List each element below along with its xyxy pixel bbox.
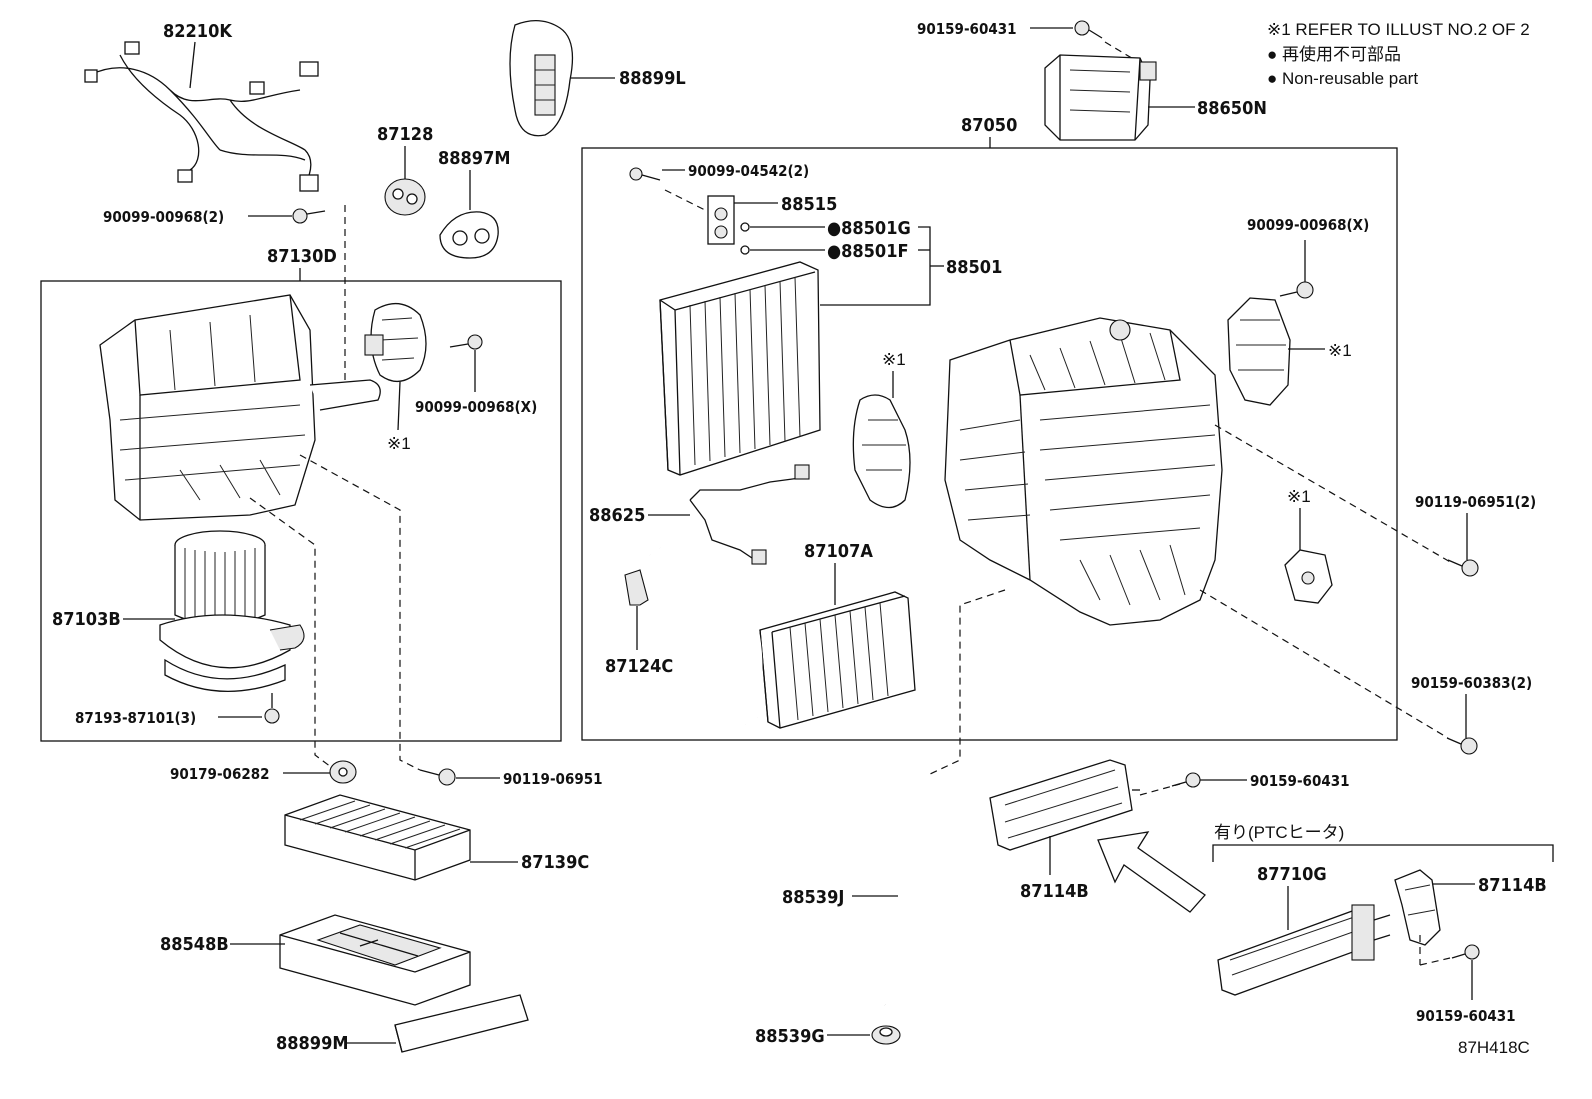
label-90119-06951-2: 90119-06951(2) bbox=[1415, 493, 1536, 511]
bracket-87114B-right-part bbox=[1394, 869, 1441, 946]
label-90159-60431-mid: 90159-60431 bbox=[1250, 772, 1350, 790]
blower-case-part bbox=[99, 294, 381, 521]
oring-88501G-part bbox=[740, 222, 750, 232]
label-88548B: 88548B bbox=[160, 934, 229, 955]
screw-90159-60431-mid-part bbox=[1171, 772, 1201, 788]
actuator-upper-right-part bbox=[1227, 297, 1291, 406]
direction-arrow bbox=[1097, 831, 1206, 913]
screw-90159-60431-bottom-part bbox=[1451, 944, 1480, 960]
label-88899L: 88899L bbox=[619, 68, 686, 89]
screw-90119-06951-part bbox=[419, 768, 456, 786]
label-87114B-right: 87114B bbox=[1478, 875, 1547, 896]
leader-ref1-left bbox=[397, 381, 401, 431]
label-87710G: 87710G bbox=[1257, 864, 1327, 885]
oring-88501F-part bbox=[740, 245, 750, 255]
label-87103B: 87103B bbox=[52, 609, 121, 630]
screw-87193-87101-part bbox=[264, 693, 280, 724]
label-88625: 88625 bbox=[589, 505, 645, 526]
label-90179-06282: 90179-06282 bbox=[170, 765, 270, 783]
label-88501G: ●88501G bbox=[827, 218, 911, 239]
damper-actuator-part bbox=[364, 303, 427, 382]
label-87124C: 87124C bbox=[605, 656, 673, 677]
ptc-heater-part bbox=[1217, 904, 1391, 996]
label-88539J: 88539J bbox=[782, 887, 844, 908]
duct-87114B-mid-part bbox=[989, 759, 1140, 851]
ref-note: ※1 REFER TO ILLUST NO.2 OF 2 bbox=[1267, 20, 1530, 39]
label-88897M: 88897M bbox=[438, 148, 510, 169]
drain-hose-part bbox=[875, 772, 939, 1017]
grommet-87128-part bbox=[384, 178, 426, 216]
wire-harness-part bbox=[84, 41, 319, 192]
dash-90159-60431-bottom-b bbox=[1419, 957, 1451, 966]
label-ref1-lower: ※1 bbox=[1287, 487, 1311, 506]
actuator-lower-right-part bbox=[1284, 549, 1333, 604]
cover-88899M-part bbox=[394, 994, 529, 1053]
dash-90159-60383-2 bbox=[1199, 589, 1449, 739]
screw-90099-00968-2-part bbox=[292, 208, 326, 224]
label-87130D: 87130D bbox=[267, 246, 337, 267]
label-88899M: 88899M bbox=[276, 1033, 348, 1054]
screw-90099-00968-X-left-part bbox=[449, 334, 483, 350]
dash-90119-06951-2 bbox=[1214, 424, 1453, 564]
label-90159-60431-bottom: 90159-60431 bbox=[1416, 1007, 1516, 1025]
nonreusable-note-en: ● Non-reusable part bbox=[1267, 69, 1418, 88]
clip-90179-06282-part bbox=[329, 760, 357, 784]
label-ref1-left: ※1 bbox=[387, 434, 411, 453]
label-88501F: ●88501F bbox=[827, 241, 909, 262]
label-88501: 88501 bbox=[946, 257, 1002, 278]
label-87050: 87050 bbox=[961, 115, 1017, 136]
clamp-87124C-part bbox=[624, 569, 649, 606]
actuator-center-part bbox=[852, 394, 911, 509]
label-87128: 87128 bbox=[377, 124, 433, 145]
blower-unit-frame bbox=[40, 280, 562, 742]
label-87114B-mid: 87114B bbox=[1020, 881, 1089, 902]
label-87107A: 87107A bbox=[804, 541, 873, 562]
filter-tray-part bbox=[279, 914, 471, 1006]
drain-grommet-part bbox=[871, 1025, 901, 1045]
label-90099-04542-2: 90099-04542(2) bbox=[688, 162, 809, 180]
blower-motor-part bbox=[159, 530, 305, 692]
leader-82210K bbox=[189, 41, 196, 89]
hvac-main-unit-part bbox=[944, 317, 1223, 626]
temp-sensor-part bbox=[689, 464, 810, 565]
expansion-valve-part bbox=[707, 195, 735, 245]
plate-88897M-part bbox=[439, 211, 499, 259]
screw-90099-04542-part bbox=[629, 167, 661, 181]
label-90159-60383-2: 90159-60383(2) bbox=[1411, 674, 1532, 692]
label-87193-87101-3: 87193-87101(3) bbox=[75, 709, 196, 727]
duct-88899L-part bbox=[509, 20, 574, 137]
dash-drain bbox=[927, 589, 1006, 776]
dash-blower-left bbox=[249, 497, 336, 771]
label-88539G: 88539G bbox=[755, 1026, 825, 1047]
label-82210K: 82210K bbox=[163, 21, 233, 42]
dash-90159-60431-mid bbox=[1139, 783, 1181, 796]
label-ref1-right: ※1 bbox=[1328, 341, 1352, 360]
label-90159-60431-top: 90159-60431 bbox=[917, 20, 1017, 38]
label-90099-00968-2: 90099-00968(2) bbox=[103, 208, 224, 226]
ptc-heater-bracket bbox=[1212, 844, 1554, 862]
screw-90159-60431-top-part bbox=[1074, 20, 1103, 39]
air-filter-part bbox=[284, 794, 471, 881]
illustration-code: 87H418C bbox=[1458, 1038, 1530, 1057]
label-90099-00968-X-right: 90099-00968(X) bbox=[1247, 216, 1369, 234]
evaporator-part bbox=[659, 261, 821, 476]
screw-90099-00968-X-right-part bbox=[1279, 281, 1314, 299]
dash-90099-04542 bbox=[664, 189, 706, 211]
label-90119-06951: 90119-06951 bbox=[503, 770, 603, 788]
screw-90159-60383-2-part bbox=[1446, 737, 1478, 755]
label-90099-00968-X-left: 90099-00968(X) bbox=[415, 398, 537, 416]
dash-blower-right bbox=[299, 454, 421, 771]
label-88650N: 88650N bbox=[1197, 98, 1267, 119]
nonreusable-note-jp: ● 再使用不可部品 bbox=[1267, 44, 1401, 64]
screw-90119-06951-2-part bbox=[1447, 559, 1479, 577]
label-88515: 88515 bbox=[781, 194, 837, 215]
ecu-88650N-part bbox=[1044, 54, 1157, 141]
label-ref1-center: ※1 bbox=[882, 350, 906, 369]
label-87139C: 87139C bbox=[521, 852, 589, 873]
heater-core-part bbox=[649, 546, 916, 729]
ptc-heater-note: 有り(PTCヒータ) bbox=[1214, 823, 1344, 842]
